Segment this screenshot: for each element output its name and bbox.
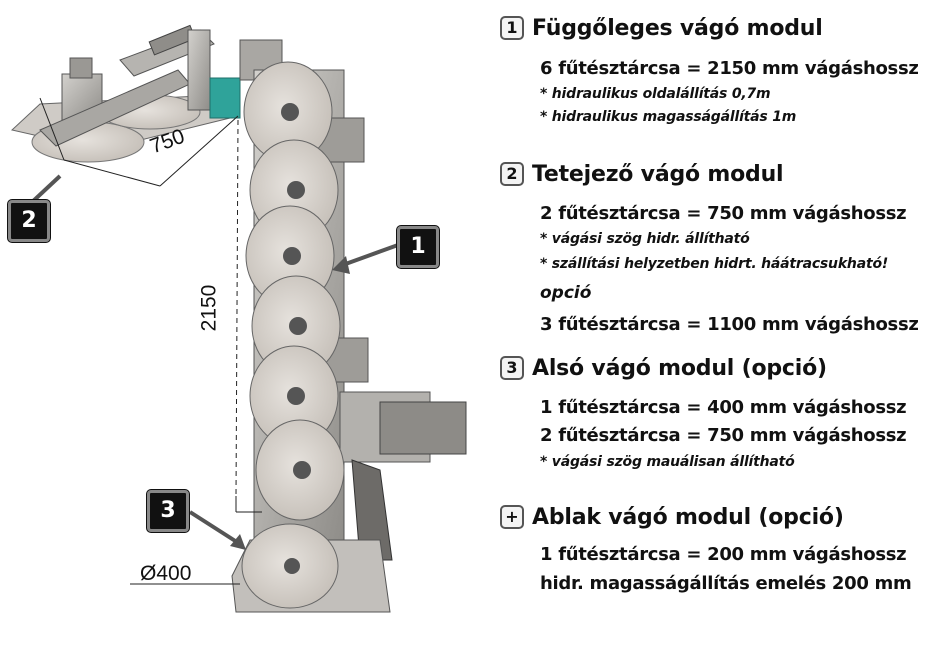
note-line: * szállítási helyzetben hidrt. háátracsu… bbox=[540, 256, 889, 272]
dimension-2150: 2150 bbox=[197, 284, 221, 332]
dimension-lines bbox=[39, 97, 262, 585]
callout-arrows bbox=[28, 174, 399, 550]
section-title: Ablak vágó modul (opció) bbox=[532, 504, 844, 530]
spec-line: 1 fűtésztárcsa = 400 mm vágáshossz bbox=[540, 397, 907, 418]
note-line: * hidraulikus oldalállítás 0,7m bbox=[540, 86, 771, 102]
section-title: Tetejező vágó modul bbox=[532, 161, 784, 187]
section-title: Függőleges vágó modul bbox=[532, 15, 823, 41]
section-title: Alsó vágó modul (opció) bbox=[532, 355, 827, 381]
bottom-cutter-module bbox=[231, 523, 391, 613]
section-number-badge: + bbox=[500, 505, 524, 529]
callout-1: 1 bbox=[397, 226, 439, 268]
section-bottom-module: 3 Alsó vágó modul (opció) bbox=[500, 351, 827, 385]
note-line: * hidraulikus magasságállítás 1m bbox=[540, 109, 797, 125]
note-line: * vágási szög mauálisan állítható bbox=[540, 454, 795, 470]
spec-line: hidr. magasságállítás emelés 200 mm bbox=[540, 573, 912, 594]
section-window-module: + Ablak vágó modul (opció) bbox=[500, 500, 844, 534]
note-line: * vágási szög hidr. állítható bbox=[540, 231, 750, 247]
spec-line: 2 fűtésztárcsa = 750 mm vágáshossz bbox=[540, 203, 907, 224]
callout-2: 2 bbox=[8, 200, 50, 242]
machine-illustration bbox=[10, 24, 467, 613]
machine-drawing: 2 1 3 750 2150 Ø400 bbox=[8, 24, 467, 613]
disc-5 bbox=[249, 345, 339, 447]
section-number-badge: 2 bbox=[500, 162, 524, 186]
disc-6 bbox=[255, 419, 345, 521]
section-vertical-module: 1 Függőleges vágó modul bbox=[500, 11, 823, 45]
spec-line: 1 fűtésztárcsa = 200 mm vágáshossz bbox=[540, 544, 907, 565]
spec-line: 2 fűtésztárcsa = 750 mm vágáshossz bbox=[540, 425, 907, 446]
spec-line: 6 fűtésztárcsa = 2150 mm vágáshossz bbox=[540, 58, 919, 79]
top-cutter-module bbox=[10, 24, 241, 163]
section-number-badge: 3 bbox=[500, 356, 524, 380]
dimension-diameter-400: Ø400 bbox=[140, 562, 192, 585]
option-label: opció bbox=[540, 283, 592, 303]
spec-line: 3 fűtésztárcsa = 1100 mm vágáshossz bbox=[540, 314, 919, 335]
section-top-module: 2 Tetejező vágó modul bbox=[500, 157, 784, 191]
callout-3: 3 bbox=[147, 490, 189, 532]
section-number-badge: 1 bbox=[500, 16, 524, 40]
vertical-cutter-discs bbox=[243, 61, 345, 521]
